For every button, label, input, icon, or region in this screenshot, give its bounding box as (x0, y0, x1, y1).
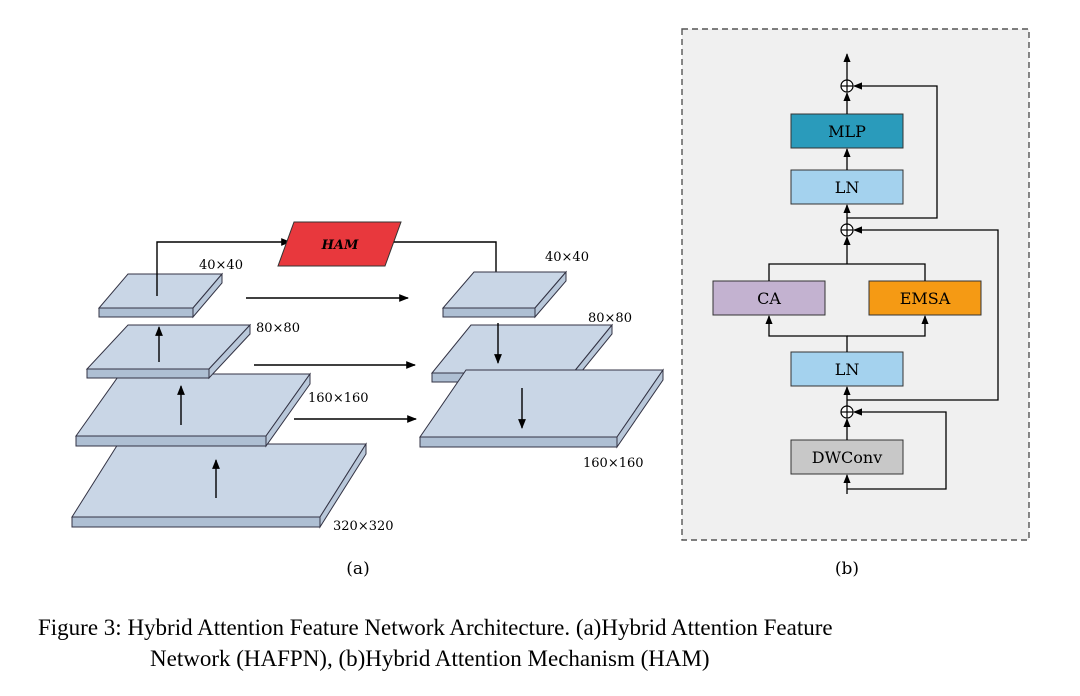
dwconv-block: DWConv (790, 439, 904, 475)
ca-label: CA (757, 289, 781, 308)
mlp-block: MLP (790, 113, 904, 149)
ham-block: HAM (277, 221, 402, 267)
residual-middle (847, 226, 999, 401)
ca-block: CA (712, 280, 826, 316)
residual-top (847, 82, 938, 219)
left-layer-80 (85, 323, 252, 380)
split-to-ca (765, 315, 848, 352)
panel-b-ham: MLP LN CA EMSA LN DWConv (681, 28, 1030, 579)
panel-a-hafpn: HAM 40×40 80×80 160×160 32 (71, 221, 664, 579)
right-layer-160 (419, 368, 664, 449)
size-label-160-right: 160×160 (583, 456, 644, 471)
left-layer-320 (71, 442, 367, 529)
ham-label: HAM (321, 238, 359, 253)
size-label-40-left: 40×40 (199, 258, 243, 273)
caption-line-1: Figure 3: Hybrid Attention Feature Netwo… (38, 615, 833, 640)
emsa-block: EMSA (868, 280, 982, 316)
size-label-80-left: 80×80 (256, 321, 300, 336)
connector-to-ham (156, 238, 291, 296)
size-label-320: 320×320 (333, 519, 394, 534)
ln-top-label: LN (835, 178, 860, 197)
split-to-emsa (847, 315, 929, 337)
dwconv-label: DWConv (812, 448, 883, 467)
ln-bottom-block: LN (790, 351, 904, 387)
left-layer-160 (75, 372, 311, 448)
caption-line-2: Network (HAFPN), (b)Hybrid Attention Mec… (150, 646, 710, 671)
ln-top-block: LN (790, 169, 904, 205)
size-label-160-left: 160×160 (308, 391, 369, 406)
subfigure-label-b: (b) (835, 559, 859, 579)
size-label-40-right: 40×40 (545, 250, 589, 265)
ln-bottom-label: LN (835, 360, 860, 379)
figure-caption: Figure 3: Hybrid Attention Feature Netwo… (38, 612, 1058, 674)
right-layer-40 (441, 270, 568, 319)
sum-node-bottom (840, 405, 854, 419)
sum-node-top (840, 79, 854, 93)
mlp-label: MLP (828, 122, 866, 141)
sum-node-middle (840, 223, 854, 237)
left-layer-40 (97, 272, 224, 319)
residual-bottom (847, 408, 947, 490)
size-label-80-right: 80×80 (588, 311, 632, 326)
subfigure-label-a: (a) (346, 559, 369, 579)
emsa-label: EMSA (900, 289, 951, 308)
